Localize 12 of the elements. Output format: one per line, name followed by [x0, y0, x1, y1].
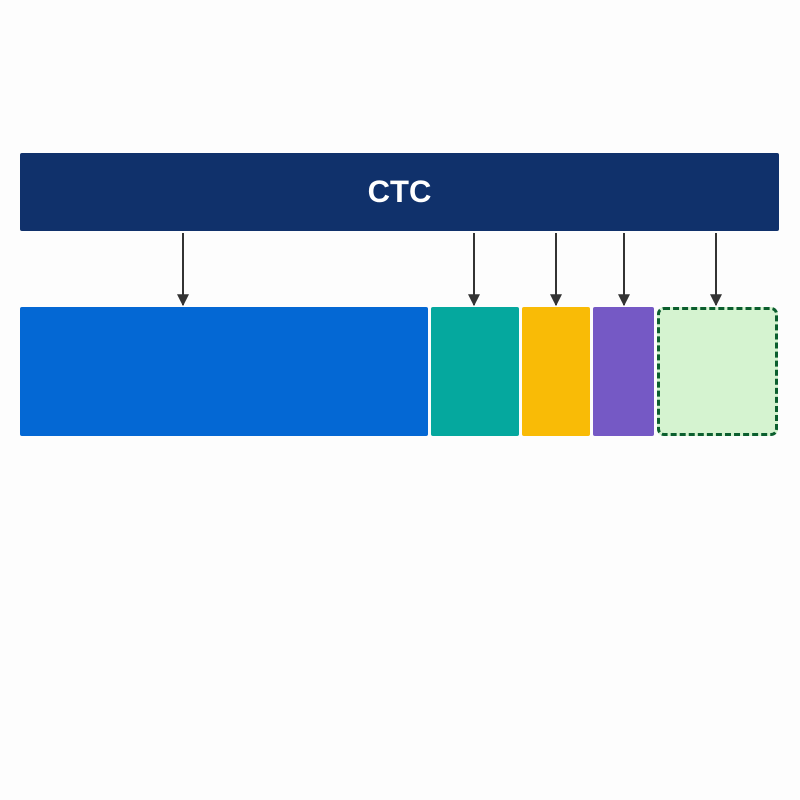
bar-label: CTC: [368, 174, 432, 210]
arrow: [177, 233, 189, 306]
header-bar: [20, 153, 779, 231]
arrow: [468, 233, 480, 306]
arrow: [618, 233, 630, 306]
bar-segment: [593, 307, 654, 436]
placeholder-segment: [657, 307, 778, 436]
bar-segment: [522, 307, 590, 436]
bar-segment: [431, 307, 519, 436]
arrow: [710, 233, 722, 306]
bar-segment: [20, 307, 428, 436]
arrow: [550, 233, 562, 306]
